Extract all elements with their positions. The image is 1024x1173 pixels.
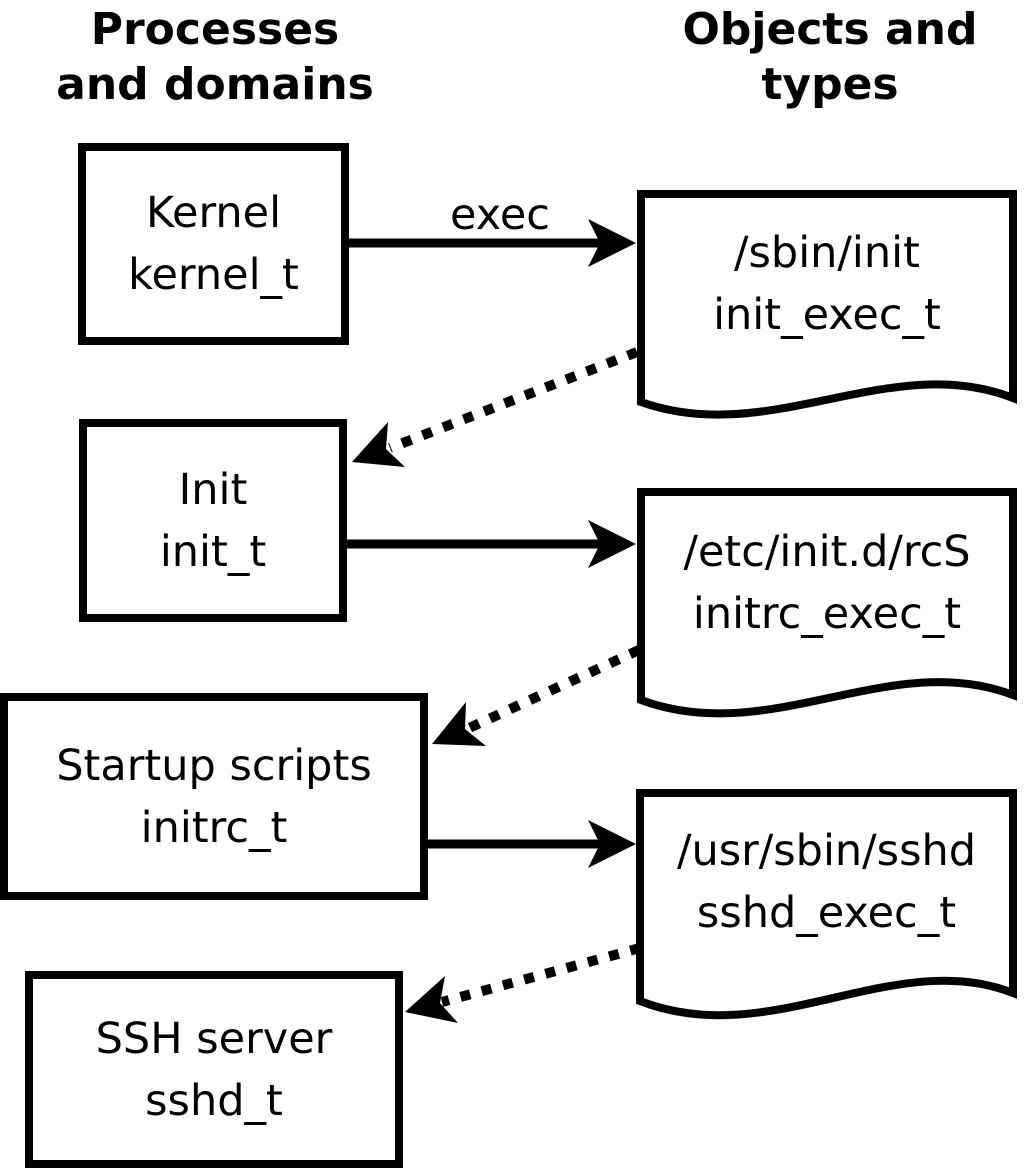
exec-arrow-init-to-etc-initd-rcs — [347, 520, 636, 568]
exec-arrow-kernel-to-sbin-init — [349, 219, 636, 267]
header-line: Processes — [90, 4, 340, 55]
process-box-ssh-server: SSH server sshd_t — [25, 971, 403, 1168]
header-line: types — [761, 59, 899, 110]
object-path: /sbin/init — [734, 228, 920, 278]
exec-arrow-3-head — [588, 820, 636, 868]
exec-arrow-2-head — [588, 520, 636, 568]
transition-arrow-1-shaft — [388, 347, 639, 453]
object-type: initrc_exec_t — [692, 589, 962, 639]
header-line: and domains — [56, 59, 374, 110]
exec-arrow-label: exec — [450, 190, 550, 240]
document-shape-sbin-init — [637, 190, 1017, 419]
process-name: Init — [178, 464, 248, 515]
transition-arrow-1-head — [352, 422, 405, 467]
column-header-processes-and-domains: Processes and domains — [20, 2, 410, 112]
document-shape-etc-initd-rcs — [637, 488, 1017, 718]
process-domain-type: sshd_t — [145, 1075, 283, 1126]
transition-arrow-initrc-exec-to-initrc — [432, 645, 642, 746]
exec-arrow-initrc-to-usr-sbin-sshd — [428, 820, 636, 868]
object-label-usr-sbin-sshd: /usr/sbin/sshd sshd_exec_t — [640, 820, 1013, 944]
transition-arrow-sshd-exec-to-sshd — [405, 943, 642, 1023]
process-name: SSH server — [95, 1013, 333, 1064]
object-label-etc-initd-rcs: /etc/init.d/rcS initrc_exec_t — [641, 521, 1013, 645]
process-domain-type: initrc_t — [140, 802, 288, 853]
transition-arrow-init-exec-to-init — [352, 347, 639, 467]
exec-arrow-1-head — [588, 219, 636, 267]
process-domain-type: init_t — [159, 526, 267, 577]
process-box-init: Init init_t — [79, 419, 347, 622]
process-name: Kernel — [145, 188, 282, 238]
object-path: /usr/sbin/sshd — [676, 826, 977, 876]
transition-arrow-3-shaft — [440, 943, 642, 1007]
process-name: Startup scripts — [56, 740, 372, 791]
object-label-sbin-init: /sbin/init init_exec_t — [641, 222, 1013, 346]
transition-arrow-2-head — [432, 702, 486, 746]
header-line: Objects and — [682, 4, 978, 55]
document-shape-usr-sbin-sshd — [636, 789, 1017, 1020]
transition-arrow-2-shaft — [464, 645, 642, 734]
object-path: /etc/init.d/rcS — [683, 527, 971, 577]
process-box-kernel: Kernel kernel_t — [78, 143, 349, 345]
transition-arrow-3-head — [405, 976, 458, 1023]
process-domain-type: kernel_t — [128, 250, 299, 300]
column-header-objects-and-types: Objects and types — [640, 2, 1020, 112]
object-type: sshd_exec_t — [696, 888, 957, 938]
object-type: init_exec_t — [713, 290, 941, 340]
process-box-startup-scripts: Startup scripts initrc_t — [0, 693, 428, 900]
